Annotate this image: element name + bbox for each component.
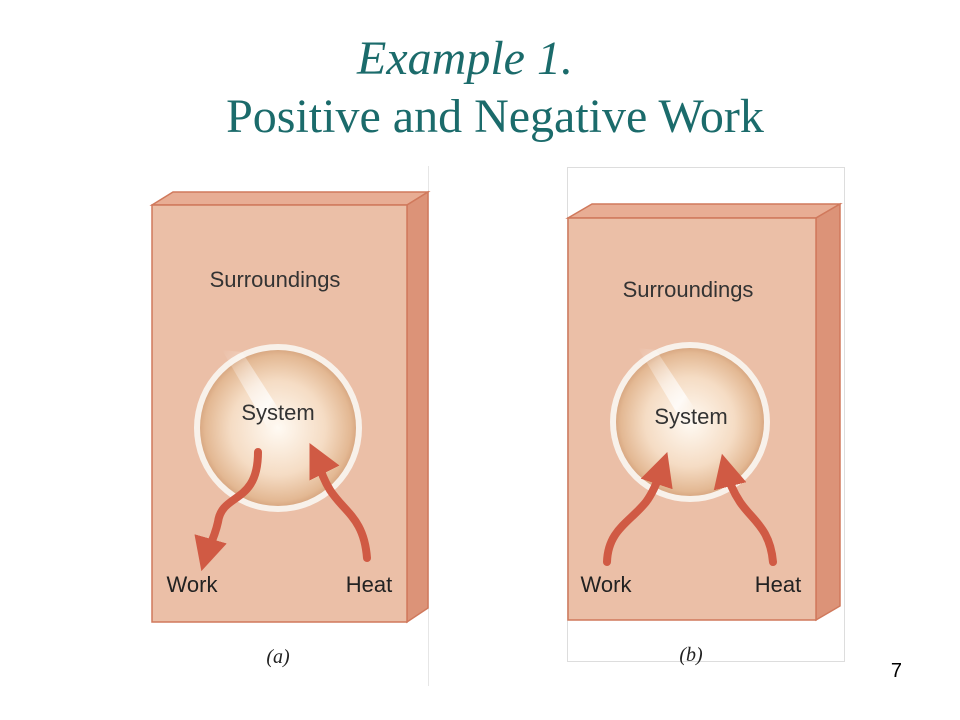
panel-b-heat-label: Heat bbox=[755, 572, 801, 597]
panel-a-box-side bbox=[406, 190, 429, 624]
panel-a: Surroundings System Work Heat (a) bbox=[149, 166, 431, 686]
panel-b-system-label: System bbox=[654, 404, 727, 429]
panel-b-work-label: Work bbox=[581, 572, 633, 597]
panel-b-caption: (b) bbox=[679, 644, 703, 666]
panel-a-work-label: Work bbox=[167, 572, 219, 597]
panel-b-surroundings-label: Surroundings bbox=[623, 277, 754, 302]
panel-a-heat-arrow bbox=[309, 442, 371, 562]
title-line-2: Positive and Negative Work bbox=[226, 90, 764, 143]
panel-b: Surroundings System Work Heat (b) bbox=[565, 167, 845, 666]
title-line-1: Example 1. bbox=[357, 32, 573, 85]
page-number: 7 bbox=[890, 660, 902, 682]
panel-a-surroundings-label: Surroundings bbox=[210, 267, 341, 292]
panel-a-system-label: System bbox=[241, 400, 314, 425]
panel-a-heat-label: Heat bbox=[346, 572, 392, 597]
page-title: Example 1. Positive and Negative Work bbox=[0, 30, 960, 146]
panel-a-disc-sheen bbox=[222, 350, 318, 480]
panel-b-heat-arrow bbox=[713, 453, 777, 566]
panel-a-work-arrow bbox=[194, 448, 262, 572]
panel-a-box-top bbox=[149, 191, 431, 206]
panel-b-box-side bbox=[815, 202, 841, 622]
panel-b-box-top bbox=[565, 203, 843, 219]
panel-b-disc-sheen bbox=[638, 348, 730, 472]
panel-a-caption: (a) bbox=[266, 646, 290, 668]
panel-b-work-arrow bbox=[603, 452, 673, 566]
